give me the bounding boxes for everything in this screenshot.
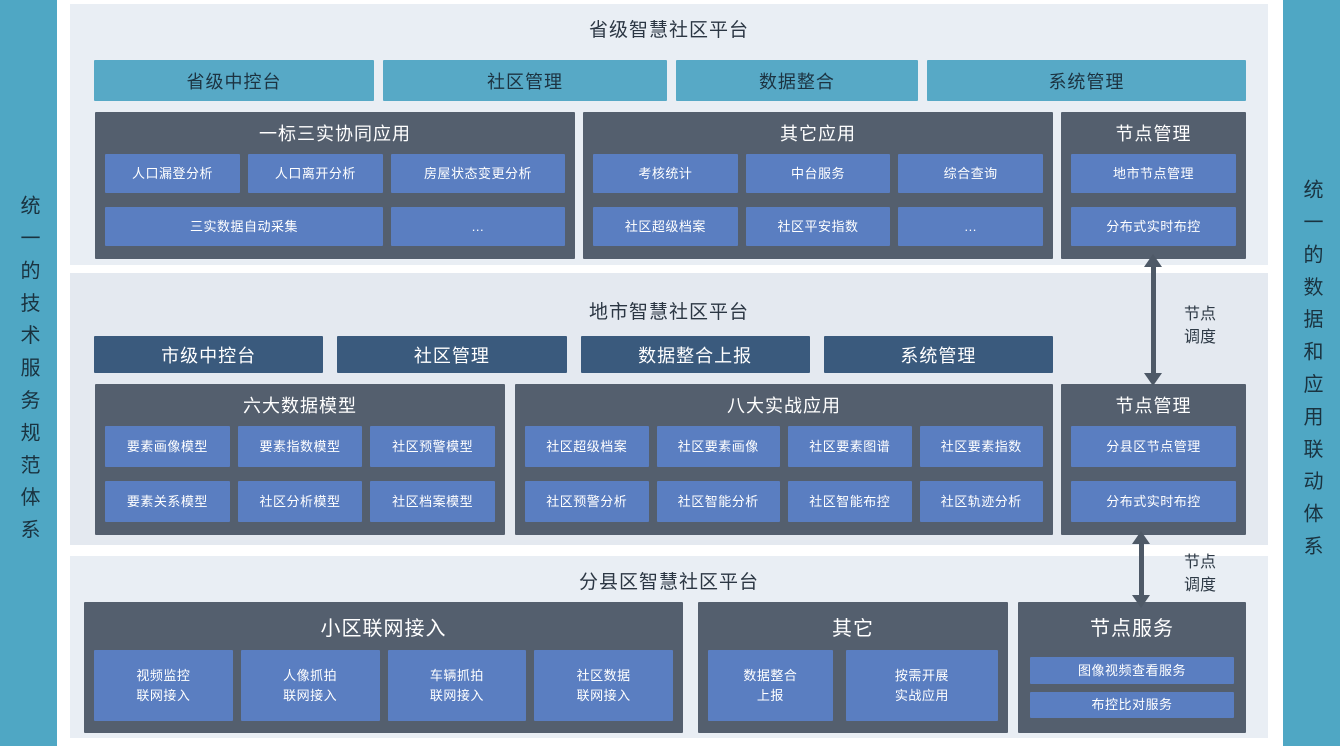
nav-system-management: 系统管理 (926, 60, 1247, 101)
nav-data-integration-report: 数据整合上报 (580, 336, 810, 373)
right-pillar-label: 统一的数据和应用联动体系 (1300, 178, 1322, 568)
panel-combat-apps-body: 社区超级档案 社区要素画像 社区要素图谱 社区要素指数 社区预警分析 社区智能分… (515, 426, 1053, 535)
arrow-shaft (1150, 267, 1156, 373)
provincial-nav: 省级中控台 社区管理 数据整合 系统管理 (94, 60, 1247, 101)
panel-item: 社区超级档案 (525, 426, 649, 467)
panel-collab-apps: 一标三实协同应用 人口漏登分析 人口离开分析 房屋状态变更分析 三实数据自动采集… (95, 112, 575, 259)
nav-community-management: 社区管理 (383, 60, 668, 101)
panel-node-services-body: 图像视频查看服务 布控比对服务 (1018, 650, 1246, 733)
panel-data-models: 六大数据模型 要素画像模型 要素指数模型 社区预警模型 要素关系模型 社区分析模… (95, 384, 505, 535)
panel-item: 社区预警分析 (525, 481, 649, 522)
panel-node-management-provincial: 节点管理 地市节点管理 分布式实时布控 (1061, 112, 1246, 259)
panel-item: 布控比对服务 (1030, 691, 1234, 718)
panel-item: 社区要素图谱 (788, 426, 912, 467)
panel-item: 图像视频查看服务 (1030, 657, 1234, 684)
panel-item: 社区平安指数 (745, 207, 891, 246)
panel-node-management-title: 节点管理 (1115, 396, 1192, 416)
panel-collab-apps-title: 一标三实协同应用 (259, 124, 411, 144)
panel-item: 社区智能布控 (788, 481, 912, 522)
city-platform-title: 地市智慧社区平台 (588, 302, 749, 323)
right-pillar: 统一的数据和应用联动体系 (1283, 0, 1340, 746)
panel-other-apps-title: 其它应用 (780, 124, 856, 144)
panel-item: 房屋状态变更分析 (390, 154, 565, 193)
panel-combat-apps-title: 八大实战应用 (727, 396, 841, 416)
panel-item: 社区预警模型 (370, 426, 495, 467)
panel-item-ellipsis: ... (898, 207, 1043, 246)
city-nav: 市级中控台 社区管理 数据整合上报 系统管理 (94, 336, 1053, 373)
left-pillar-label: 统一的技术服务规范体系 (17, 194, 39, 552)
panel-item: 分布式实时布控 (1071, 207, 1236, 246)
arrow-down-icon (1132, 595, 1150, 608)
provincial-platform-title: 省级智慧社区平台 (588, 20, 749, 41)
nav-system-management: 系统管理 (823, 336, 1053, 373)
panel-item: 人口离开分析 (247, 154, 383, 193)
panel-item: 地市节点管理 (1071, 154, 1236, 193)
panel-county-other-body: 数据整合 上报 按需开展 实战应用 (698, 650, 1008, 733)
nav-data-integration: 数据整合 (676, 60, 918, 101)
panel-item: 社区数据 联网接入 (534, 650, 673, 721)
panel-node-management-city: 节点管理 分县区节点管理 分布式实时布控 (1061, 384, 1246, 535)
panel-other-apps: 其它应用 考核统计 中台服务 综合查询 社区超级档案 社区平安指数 ... (583, 112, 1053, 259)
county-platform-title: 分县区智慧社区平台 (578, 572, 759, 593)
panel-item: 社区要素指数 (919, 426, 1043, 467)
panel-item: 社区轨迹分析 (919, 481, 1043, 522)
arrow-up-icon (1144, 254, 1162, 267)
panel-network-access-body: 视频监控 联网接入 人像抓拍 联网接入 车辆抓拍 联网接入 社区数据 联网接入 (84, 650, 683, 733)
panel-item-ellipsis: ... (390, 207, 565, 246)
panel-item: 视频监控 联网接入 (94, 650, 233, 721)
panel-item: 车辆抓拍 联网接入 (387, 650, 527, 721)
nav-community-management: 社区管理 (337, 336, 567, 373)
node-scheduling-arrow-bottom (1132, 531, 1150, 608)
panel-item: 中台服务 (745, 154, 891, 193)
arrow-shaft (1138, 544, 1144, 595)
panel-network-access-title: 小区联网接入 (320, 617, 447, 640)
panel-node-management-body: 地市节点管理 分布式实时布控 (1061, 154, 1246, 259)
panel-item: 社区档案模型 (370, 481, 495, 522)
panel-node-services-title: 节点服务 (1090, 617, 1174, 640)
panel-item: 分县区节点管理 (1071, 426, 1236, 467)
panel-item: 按需开展 实战应用 (845, 650, 998, 721)
provincial-platform-section: 省级智慧社区平台 省级中控台 社区管理 数据整合 系统管理 一标三实协同应用 人… (70, 4, 1268, 265)
panel-item: 要素指数模型 (237, 426, 363, 467)
panel-node-services: 节点服务 图像视频查看服务 布控比对服务 (1018, 602, 1246, 733)
panel-item: 综合查询 (898, 154, 1043, 193)
panel-item: 社区要素画像 (656, 426, 780, 467)
node-scheduling-arrow-top (1144, 254, 1162, 386)
panel-item: 考核统计 (593, 154, 738, 193)
panel-node-management-body: 分县区节点管理 分布式实时布控 (1061, 426, 1246, 535)
node-scheduling-label-top: 节点调度 (1183, 306, 1216, 347)
city-platform-section: 地市智慧社区平台 市级中控台 社区管理 数据整合上报 系统管理 六大数据模型 要… (70, 273, 1268, 545)
panel-item: 社区智能分析 (656, 481, 780, 522)
panel-collab-apps-body: 人口漏登分析 人口离开分析 房屋状态变更分析 三实数据自动采集 ... (95, 154, 575, 259)
node-scheduling-label-bottom: 节点调度 (1183, 554, 1216, 595)
panel-item: 人口漏登分析 (105, 154, 240, 193)
nav-city-console: 市级中控台 (94, 336, 324, 373)
panel-item: 社区分析模型 (237, 481, 363, 522)
panel-item: 人像抓拍 联网接入 (240, 650, 380, 721)
panel-item: 要素关系模型 (105, 481, 230, 522)
nav-provincial-console: 省级中控台 (94, 60, 374, 101)
panel-data-models-body: 要素画像模型 要素指数模型 社区预警模型 要素关系模型 社区分析模型 社区档案模… (95, 426, 505, 535)
panel-combat-apps: 八大实战应用 社区超级档案 社区要素画像 社区要素图谱 社区要素指数 社区预警分… (515, 384, 1053, 535)
panel-node-management-title: 节点管理 (1115, 124, 1192, 144)
county-platform-section: 分县区智慧社区平台 小区联网接入 视频监控 联网接入 人像抓拍 联网接入 车辆抓… (70, 556, 1268, 738)
arrow-down-icon (1144, 373, 1162, 386)
panel-item: 社区超级档案 (593, 207, 738, 246)
panel-county-other-title: 其它 (832, 617, 874, 640)
panel-county-other: 其它 数据整合 上报 按需开展 实战应用 (698, 602, 1008, 733)
panel-other-apps-body: 考核统计 中台服务 综合查询 社区超级档案 社区平安指数 ... (583, 154, 1053, 259)
arrow-up-icon (1132, 531, 1150, 544)
panel-item: 要素画像模型 (105, 426, 230, 467)
panel-item: 三实数据自动采集 (105, 207, 383, 246)
left-pillar: 统一的技术服务规范体系 (0, 0, 57, 746)
panel-data-models-title: 六大数据模型 (243, 396, 357, 416)
panel-item: 数据整合 上报 (708, 650, 833, 721)
panel-item: 分布式实时布控 (1071, 481, 1236, 522)
panel-network-access: 小区联网接入 视频监控 联网接入 人像抓拍 联网接入 车辆抓拍 联网接入 社区数… (84, 602, 683, 733)
